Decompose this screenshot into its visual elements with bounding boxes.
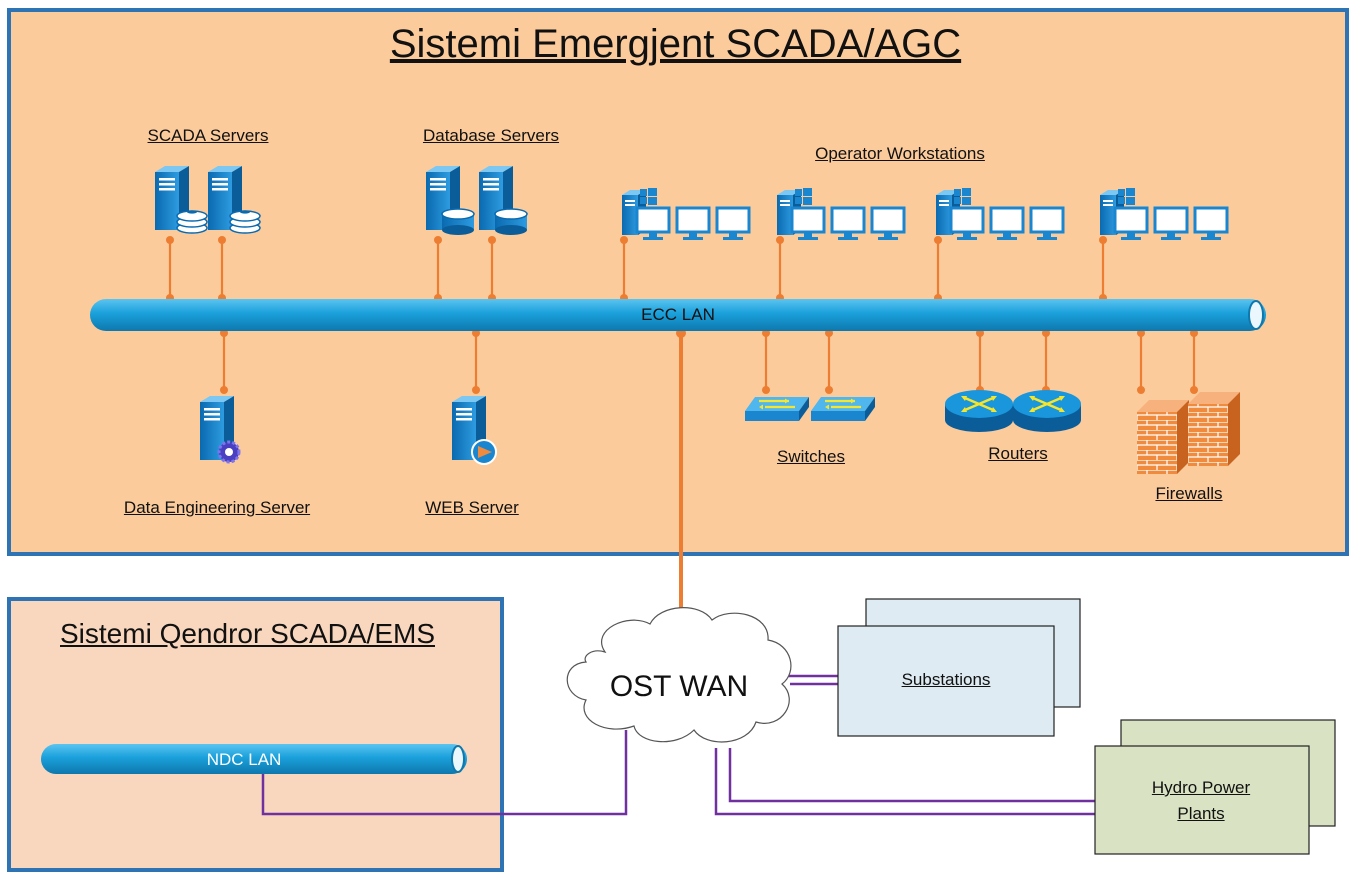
scada-servers-label: SCADA Servers [147, 126, 269, 145]
firewall-icon [1188, 392, 1240, 466]
server-links [168, 238, 1196, 390]
workstation-icon [777, 188, 906, 242]
data-engineering-server-icon [200, 396, 241, 464]
switch-icon [809, 395, 877, 423]
ndc-lan-bus [41, 744, 467, 774]
ndc-lan-label: NDC LAN [206, 750, 282, 769]
switch-icon [743, 395, 811, 423]
database-servers-label: Database Servers [422, 126, 560, 145]
workstation-icon [1100, 188, 1229, 242]
routers-label: Routers [988, 444, 1048, 463]
switches-label: Switches [776, 447, 846, 466]
workstation-icon [936, 188, 1065, 242]
scada-server-icon [155, 166, 208, 234]
web-server-label: WEB Server [425, 498, 519, 517]
operator-workstations-label: Operator Workstations [815, 144, 985, 163]
workstation-icon [622, 188, 751, 242]
ost-wan-label: OST WAN [609, 670, 749, 703]
data-engineering-server-label: Data Engineering Server [123, 498, 311, 517]
router-icon [943, 388, 1015, 434]
wan-links [261, 674, 1095, 816]
hydro-power-plants-box [1094, 719, 1336, 855]
database-server-icon [426, 166, 475, 235]
substations-label: Substations [901, 670, 991, 689]
firewall-icon [1137, 400, 1189, 474]
scada-ems-title: Sistemi Qendror SCADA/EMS [60, 618, 435, 649]
database-server-icon [479, 166, 528, 235]
scada-ems-panel [7, 597, 504, 872]
hydro-power-plants-label-line1: Hydro Power [1151, 778, 1251, 797]
hydro-power-plants-label-line2: Plants [1177, 804, 1225, 823]
substations-box [837, 598, 1081, 737]
ecc-lan-label: ECC LAN [641, 305, 715, 324]
scada-agc-panel [7, 8, 1349, 556]
router-icon [1011, 388, 1083, 434]
scada-server-icon [208, 166, 261, 234]
web-server-icon [452, 396, 497, 465]
ost-wan-cloud [566, 607, 792, 743]
scada-agc-title: Sistemi Emergjent SCADA/AGC [389, 22, 962, 66]
firewalls-label: Firewalls [1155, 484, 1223, 503]
ecc-lan-bus [90, 299, 1266, 331]
